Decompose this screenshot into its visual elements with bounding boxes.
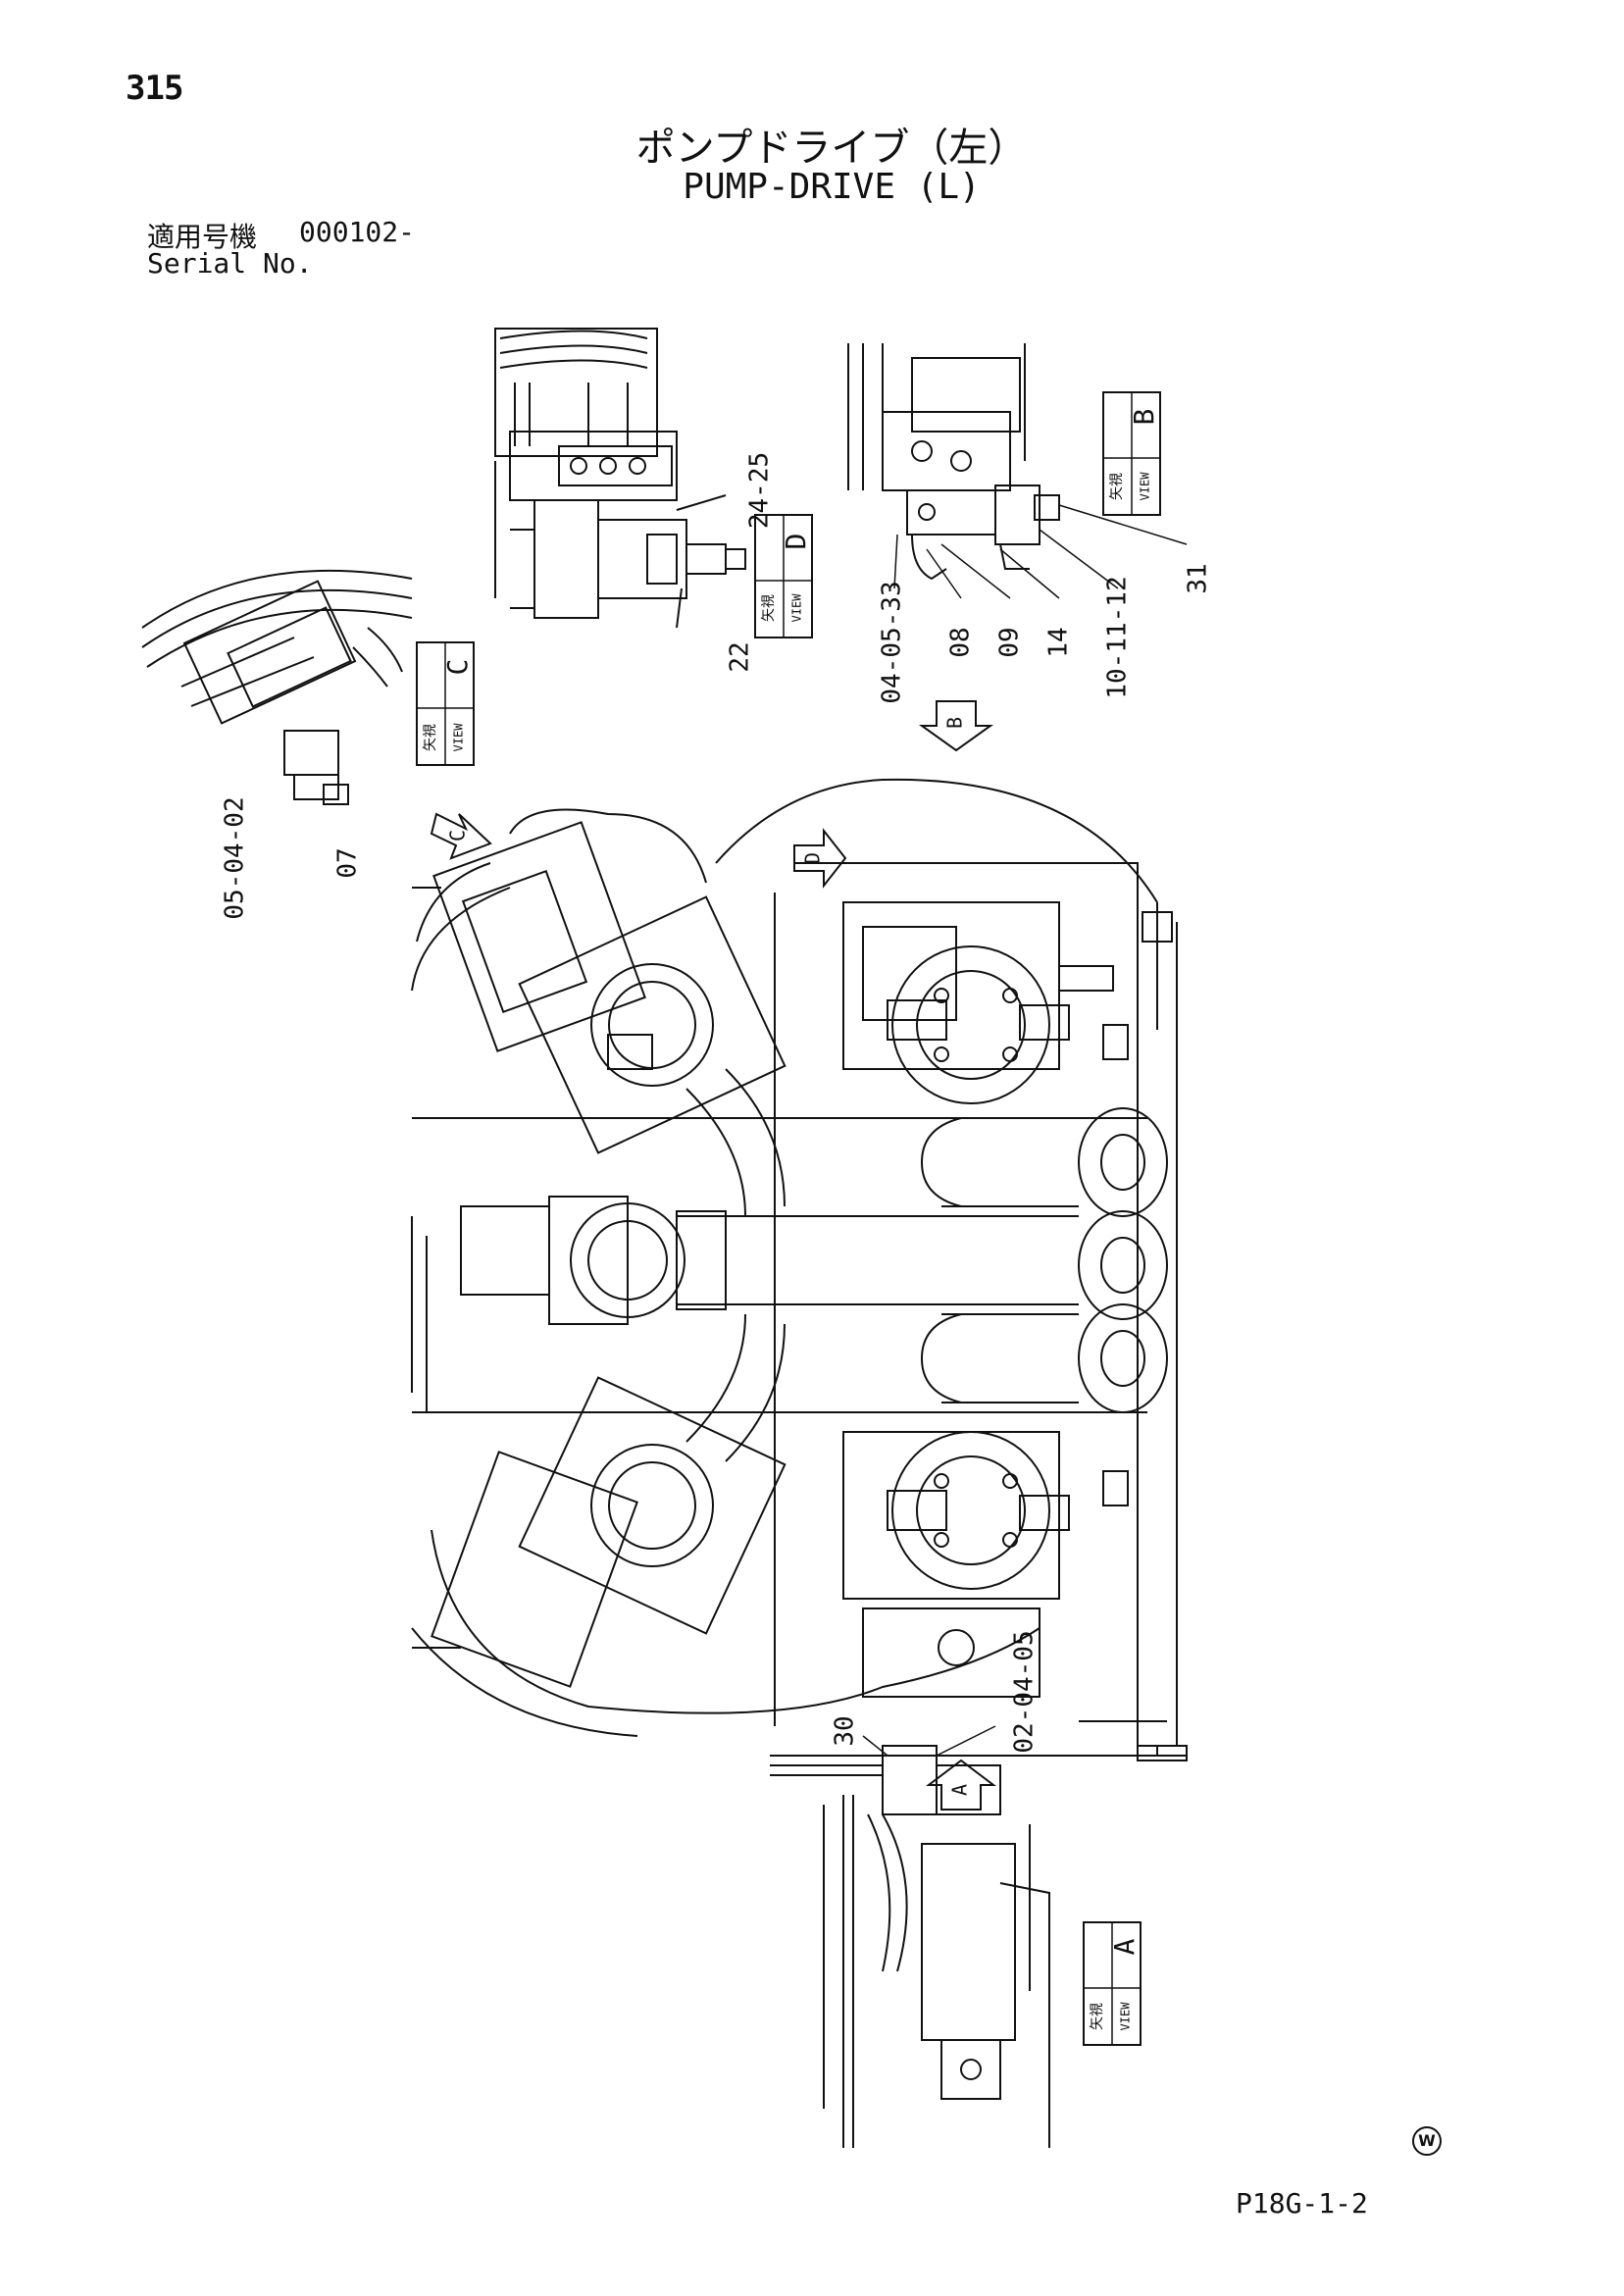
view-a-detail [770,1745,1050,2148]
callout-05-04-02: 05-04-02 [221,796,250,919]
title-japanese: ポンプドライブ（左） [635,126,1028,171]
view-arrow-d [793,828,847,889]
title-english: PUMP-DRIVE (L) [683,167,981,207]
view-c-en: VIEW [452,723,466,752]
callout-22: 22 [726,641,755,672]
view-d-label-box [754,514,813,638]
view-d-detail [494,328,746,629]
arrow-d-letter: D [801,852,825,864]
serial-value: 000102- [299,216,416,248]
main-pump-assembly [411,778,1188,1761]
serial-label-japanese: 適用号機 [147,221,258,253]
view-c-jp: 矢視 [423,724,438,751]
view-arrow-a [926,1759,996,1811]
callout-04-05-33: 04-05-33 [878,581,907,703]
serial-label-english: Serial No. [147,247,313,280]
view-c-detail [141,569,413,805]
page-code: P18G-1-2 [1236,2187,1368,2219]
view-d-letter: D [780,534,812,550]
view-a-letter: A [1108,1938,1141,1955]
callout-10-11-12: 10-11-12 [1103,576,1133,698]
callout-30: 30 [831,1715,860,1746]
view-b-detail [847,343,1060,581]
view-a-label-box [1083,1921,1142,2046]
callout-02-04-05: 02-04-05 [1010,1630,1040,1753]
view-d-en: VIEW [790,593,804,623]
page-number: 315 [126,69,183,108]
arrow-c-letter: C [446,830,470,842]
callout-24-25: 24-25 [745,452,775,529]
callout-14: 14 [1044,627,1074,657]
arrow-a-letter: A [948,1784,972,1796]
view-b-jp: 矢視 [1109,473,1125,500]
view-b-leader-lines [893,504,1188,599]
callout-07: 07 [333,847,363,878]
view-arrow-b [918,700,994,752]
view-b-en: VIEW [1139,472,1152,501]
callout-09: 09 [995,627,1025,657]
view-a-jp: 矢視 [1090,2003,1105,2030]
view-c-letter: C [441,659,474,676]
view-a-en: VIEW [1119,2002,1133,2031]
callout-31: 31 [1184,563,1213,593]
watermark-mark: W [1412,2126,1442,2156]
view-c-label-box [416,641,475,766]
view-b-label-box [1102,391,1161,516]
arrow-b-letter: B [943,717,967,729]
view-b-letter: B [1128,409,1160,426]
view-d-jp: 矢視 [761,594,777,622]
view-arrow-c [430,812,492,860]
callout-08: 08 [946,627,976,657]
